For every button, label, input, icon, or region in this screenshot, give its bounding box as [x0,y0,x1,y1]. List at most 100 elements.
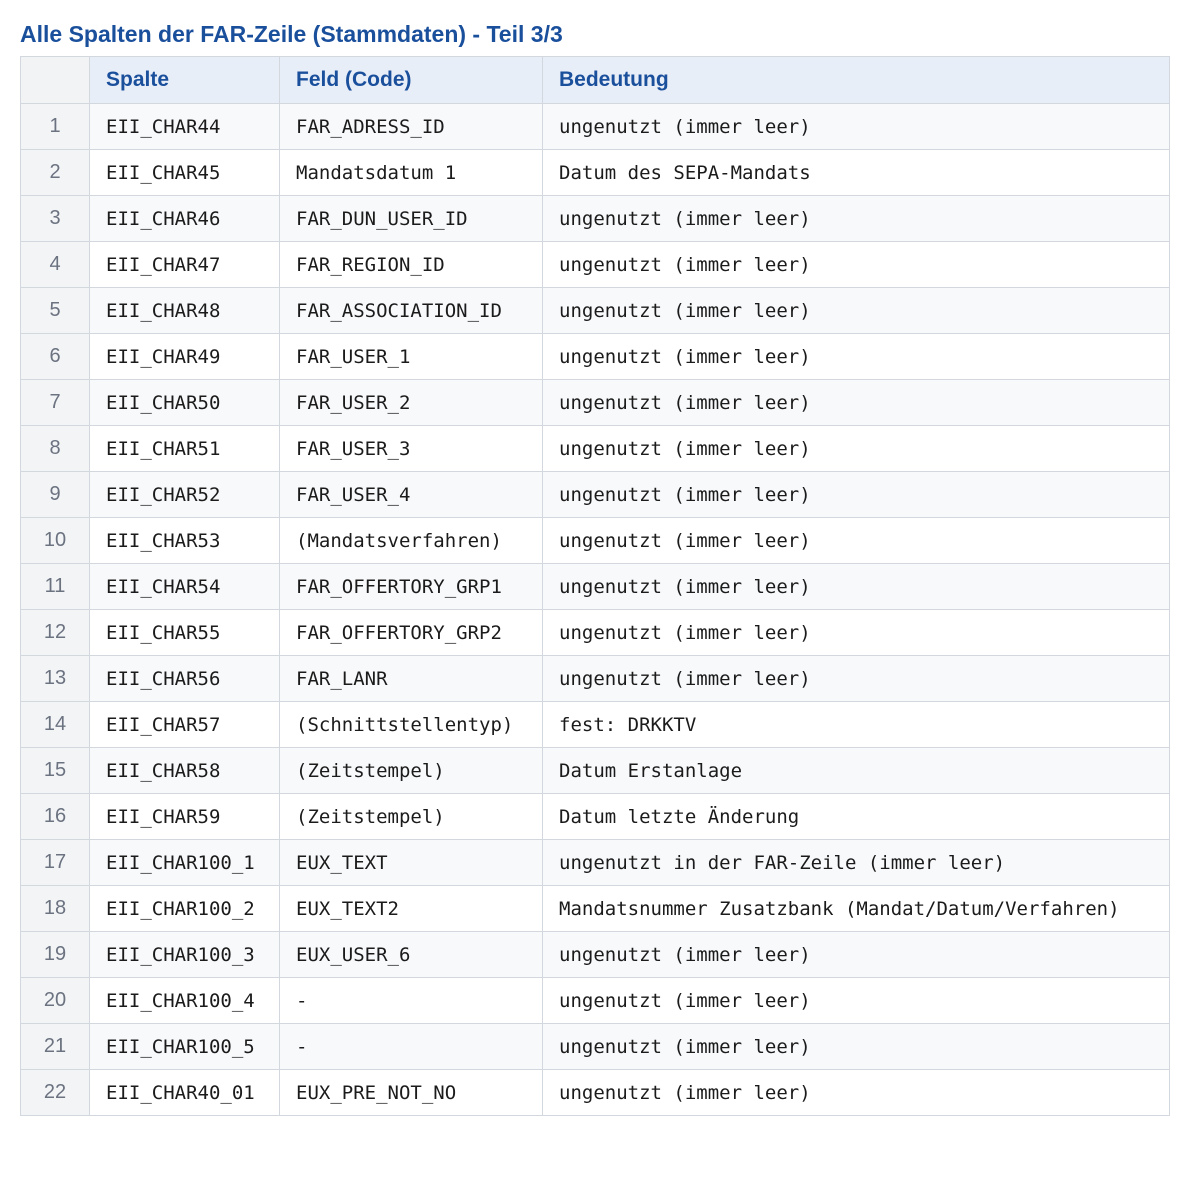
cell-bedeutung: ungenutzt (immer leer) [542,379,1170,426]
cell-spalte: EII_CHAR100_1 [89,839,280,886]
cell-feld-code: EUX_USER_6 [279,931,543,978]
row-number: 16 [20,793,90,840]
cell-feld-code: EUX_TEXT [279,839,543,886]
cell-spalte: EII_CHAR100_2 [89,885,280,932]
cell-spalte: EII_CHAR50 [89,379,280,426]
cell-bedeutung: ungenutzt (immer leer) [542,609,1170,656]
cell-bedeutung: Datum Erstanlage [542,747,1170,794]
cell-bedeutung: ungenutzt (immer leer) [542,333,1170,380]
cell-bedeutung: ungenutzt (immer leer) [542,1023,1170,1070]
header-feld-code: Feld (Code) [279,56,543,104]
cell-spalte: EII_CHAR49 [89,333,280,380]
cell-spalte: EII_CHAR46 [89,195,280,242]
cell-feld-code: FAR_OFFERTORY_GRP2 [279,609,543,656]
cell-feld-code: (Schnittstellentyp) [279,701,543,748]
cell-bedeutung: ungenutzt (immer leer) [542,241,1170,288]
cell-spalte: EII_CHAR55 [89,609,280,656]
cell-bedeutung: ungenutzt (immer leer) [542,563,1170,610]
row-number: 1 [20,103,90,150]
cell-feld-code: FAR_OFFERTORY_GRP1 [279,563,543,610]
row-number: 2 [20,149,90,196]
cell-feld-code: Mandatsdatum 1 [279,149,543,196]
row-number: 21 [20,1023,90,1070]
cell-spalte: EII_CHAR53 [89,517,280,564]
row-number: 7 [20,379,90,426]
cell-spalte: EII_CHAR57 [89,701,280,748]
cell-feld-code: - [279,977,543,1024]
cell-spalte: EII_CHAR56 [89,655,280,702]
cell-spalte: EII_CHAR45 [89,149,280,196]
row-number: 4 [20,241,90,288]
row-number: 20 [20,977,90,1024]
cell-bedeutung: Datum letzte Änderung [542,793,1170,840]
cell-spalte: EII_CHAR59 [89,793,280,840]
row-number: 8 [20,425,90,472]
header-bedeutung: Bedeutung [542,56,1170,104]
cell-spalte: EII_CHAR51 [89,425,280,472]
row-number: 18 [20,885,90,932]
cell-feld-code: FAR_LANR [279,655,543,702]
row-number: 19 [20,931,90,978]
cell-feld-code: FAR_USER_3 [279,425,543,472]
cell-spalte: EII_CHAR54 [89,563,280,610]
row-number: 6 [20,333,90,380]
cell-bedeutung: ungenutzt (immer leer) [542,471,1170,518]
cell-bedeutung: ungenutzt (immer leer) [542,103,1170,150]
cell-bedeutung: ungenutzt (immer leer) [542,977,1170,1024]
cell-bedeutung: Datum des SEPA-Mandats [542,149,1170,196]
page: Alle Spalten der FAR-Zeile (Stammdaten) … [20,18,1170,1116]
cell-bedeutung: ungenutzt (immer leer) [542,425,1170,472]
cell-spalte: EII_CHAR44 [89,103,280,150]
row-number: 17 [20,839,90,886]
header-row-number [20,56,90,104]
cell-feld-code: FAR_DUN_USER_ID [279,195,543,242]
cell-feld-code: FAR_REGION_ID [279,241,543,288]
row-number: 3 [20,195,90,242]
header-spalte: Spalte [89,56,280,104]
cell-bedeutung: Mandatsnummer Zusatzbank (Mandat/Datum/V… [542,885,1170,932]
cell-feld-code: (Mandatsverfahren) [279,517,543,564]
cell-feld-code: - [279,1023,543,1070]
cell-feld-code: FAR_USER_1 [279,333,543,380]
row-number: 5 [20,287,90,334]
row-number: 14 [20,701,90,748]
cell-feld-code: (Zeitstempel) [279,747,543,794]
cell-feld-code: FAR_USER_2 [279,379,543,426]
cell-bedeutung: ungenutzt (immer leer) [542,195,1170,242]
cell-spalte: EII_CHAR47 [89,241,280,288]
cell-feld-code: FAR_ADRESS_ID [279,103,543,150]
cell-bedeutung: fest: DRKKTV [542,701,1170,748]
row-number: 12 [20,609,90,656]
row-number: 11 [20,563,90,610]
cell-bedeutung: ungenutzt (immer leer) [542,1069,1170,1116]
cell-spalte: EII_CHAR100_4 [89,977,280,1024]
cell-spalte: EII_CHAR48 [89,287,280,334]
cell-bedeutung: ungenutzt (immer leer) [542,655,1170,702]
row-number: 15 [20,747,90,794]
cell-bedeutung: ungenutzt in der FAR-Zeile (immer leer) [542,839,1170,886]
row-number: 10 [20,517,90,564]
table-header-row: Spalte Feld (Code) Bedeutung [20,56,1170,104]
cell-bedeutung: ungenutzt (immer leer) [542,517,1170,564]
cell-bedeutung: ungenutzt (immer leer) [542,287,1170,334]
cell-spalte: EII_CHAR40_01 [89,1069,280,1116]
cell-spalte: EII_CHAR100_3 [89,931,280,978]
row-number: 13 [20,655,90,702]
